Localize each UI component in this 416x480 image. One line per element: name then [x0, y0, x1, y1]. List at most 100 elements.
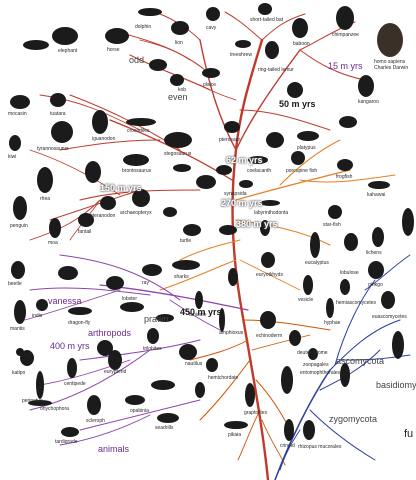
- organism-label: chimpanzee: [332, 32, 359, 38]
- organism-label: synapsida: [224, 191, 247, 197]
- echinoderm-silhouette: [260, 311, 276, 329]
- platypus-silhouette: [297, 131, 319, 141]
- organism-label: sharks: [174, 274, 189, 280]
- organism-label: ring-tailed lemur: [258, 67, 294, 73]
- seahorse-silhouette: [260, 220, 270, 236]
- fungi-branch: [309, 409, 376, 461]
- organism-label: ginkgo: [368, 282, 383, 288]
- organism-label: stegosaurus: [164, 151, 192, 157]
- invertebrate-branch: [243, 319, 331, 331]
- organism-label: pterosaur: [219, 137, 241, 143]
- crinoid-silhouette: [284, 419, 294, 441]
- organism-label: lobulose: [340, 270, 359, 276]
- beetle-silhouette: [11, 261, 25, 279]
- coral-silhouette: [344, 233, 358, 251]
- insect-branch: [29, 349, 151, 411]
- organism-label: porcupine fish: [286, 168, 318, 174]
- moa-silhouette: [85, 161, 101, 183]
- organism-label: amphioxus: [219, 330, 244, 336]
- organism-label: indis: [32, 313, 43, 319]
- ringtail-silhouette: [265, 41, 279, 59]
- fish-branch: [299, 174, 396, 183]
- chimpanzee-silhouette: [336, 6, 354, 30]
- mammal-branch: [199, 39, 237, 151]
- era-label: 15 m yrs: [328, 61, 363, 71]
- dolphin-silhouette: [138, 8, 162, 16]
- peripatus-silhouette: [28, 400, 52, 406]
- organism-label: kiwi: [8, 154, 17, 160]
- brontosaurus-silhouette: [123, 154, 149, 166]
- anomalocaris-silhouette: [151, 380, 175, 390]
- organism-label: homo sapiens Charles Darwin: [374, 59, 409, 71]
- organism-label: kob: [178, 87, 187, 93]
- mammal-branch: [224, 11, 263, 41]
- vesicle-silhouette: [303, 275, 313, 295]
- lamprey-silhouette: [228, 268, 238, 286]
- millipede-silhouette: [36, 371, 44, 399]
- amphioxus-silhouette: [219, 308, 225, 332]
- fungi-branch: [279, 429, 301, 471]
- organism-label: brontosaurus: [122, 168, 152, 174]
- elephant-silhouette: [52, 27, 78, 45]
- eurypterid-silhouette: [108, 350, 122, 370]
- yeast-silhouette: [340, 363, 350, 387]
- scorpion-silhouette: [97, 340, 113, 356]
- era-label: 380 m yrs: [236, 219, 278, 229]
- lichen-silhouette: [372, 227, 384, 247]
- group-label-basidiomycota: basidiomy: [376, 380, 416, 390]
- prawn-silhouette: [156, 314, 174, 322]
- era-label: 450 m yrs: [180, 307, 222, 317]
- euascomycete-silhouette: [381, 291, 395, 309]
- iguanodon-silhouette: [92, 110, 108, 134]
- organism-label: graptolites: [244, 410, 268, 416]
- organism-label: trilobites: [143, 346, 162, 352]
- mammal-branch: [299, 49, 366, 81]
- organism-label: beetle: [8, 281, 22, 287]
- hymenopus-silhouette: [50, 93, 66, 107]
- era-label: 150 m yrs: [100, 183, 142, 193]
- organism-label: echinoderm: [256, 333, 283, 339]
- fly-silhouette: [36, 299, 48, 311]
- therapsid-silhouette: [196, 175, 216, 189]
- group-label-odd: odd: [129, 55, 145, 65]
- group-label-even: even: [168, 92, 188, 102]
- organism-label: coelacanth: [247, 168, 272, 174]
- organism-label: peripatus: [22, 398, 43, 404]
- organism-label: crinoid: [280, 443, 295, 449]
- organism-label: mocasin: [8, 111, 27, 117]
- hyphae-silhouette: [326, 298, 334, 318]
- organism-label: frogfish: [336, 174, 353, 180]
- swallowtail-silhouette: [58, 266, 78, 280]
- porcupine-silhouette: [291, 151, 305, 165]
- dimetrodon-silhouette: [216, 165, 232, 175]
- group-label-arthropods: arthropods: [88, 328, 132, 338]
- fish-branch: [179, 239, 241, 261]
- invertebrate-branch: [189, 339, 249, 361]
- organism-label: star-fish: [323, 222, 341, 228]
- organism-label: centipede: [64, 381, 86, 387]
- group-label-vanessa: vanessa: [48, 296, 82, 306]
- archaeopteryx-silhouette: [132, 189, 150, 207]
- hemichordate-silhouette: [206, 358, 218, 372]
- organism-label: nautilus: [185, 361, 203, 367]
- kob-silhouette: [170, 74, 184, 86]
- organism-label: hyphae: [324, 320, 341, 326]
- lion-silhouette: [171, 21, 189, 35]
- organism-label: katipo: [12, 370, 26, 376]
- organism-label: scleroph: [86, 418, 105, 424]
- seaurchin-silhouette: [289, 330, 301, 346]
- era-label: 50 m yrs: [279, 99, 316, 109]
- invertebrate-branch: [251, 334, 311, 351]
- organism-label: iguanodon: [92, 136, 116, 142]
- era-label: 270 m yrs: [221, 198, 263, 208]
- lobulose-silhouette: [340, 279, 350, 295]
- sea-spider-silhouette: [261, 252, 275, 268]
- mocasin-silhouette: [10, 95, 30, 109]
- polyps-silhouette: [245, 383, 255, 407]
- frog-silhouette: [266, 132, 284, 148]
- graptolite-silhouette: [281, 366, 293, 394]
- plant-silhouette: [310, 232, 320, 258]
- fish-branch: [235, 219, 331, 246]
- ichthyosaur-silhouette: [173, 164, 191, 172]
